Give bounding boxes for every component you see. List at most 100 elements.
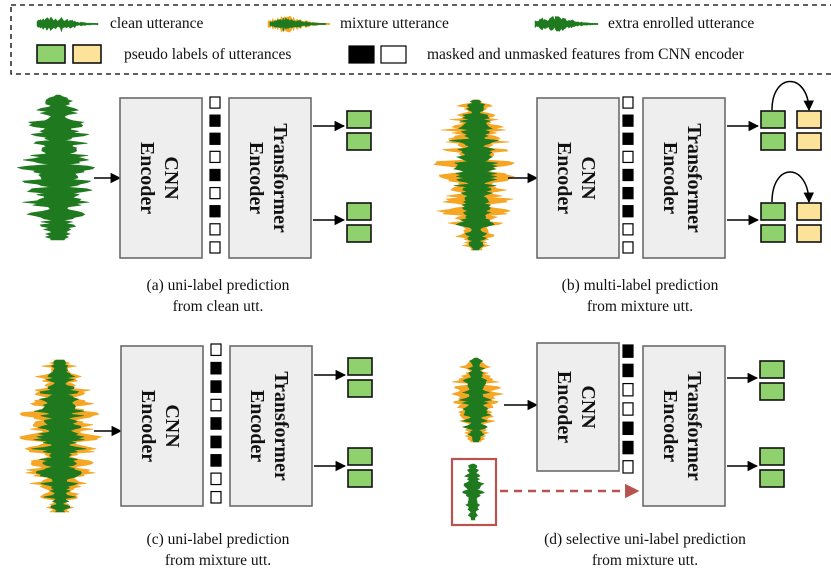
- panel-c-feature-7: [210, 472, 222, 486]
- caption-c-line2: from mixture utt.: [165, 552, 271, 569]
- caption-d-line2: from mixture utt.: [592, 552, 698, 569]
- panel-b-feature-0: [622, 96, 634, 109]
- panel-a-transformer-label: TransformerEncoder: [245, 123, 291, 233]
- panel-c-feature-1: [210, 361, 222, 375]
- panel-d-transformer-label: TransformerEncoder: [659, 371, 705, 481]
- caption-a-line2: from clean utt.: [173, 298, 264, 315]
- panel-c-pseudo-1-bottom: [347, 379, 373, 398]
- legend-enrolled-wave: [534, 15, 599, 32]
- panel-b-pseudo-yellow-1-bottom: [796, 132, 822, 151]
- panel-a-pseudo-2-bottom: [346, 224, 372, 243]
- panel-a-feature-8: [209, 241, 221, 254]
- panel-c-pseudo-2-top: [347, 447, 373, 466]
- panel-d-transformer-box: [642, 345, 726, 507]
- panel-c-feature-6: [210, 454, 222, 467]
- panel-d-feature-3: [622, 402, 634, 416]
- panel-b-feature-8: [622, 241, 634, 254]
- panel-b-pseudo-yellow-2-top: [796, 202, 822, 221]
- panel-c-feature-5: [210, 435, 222, 449]
- legend-masked-label: masked and unmasked features from CNN en…: [427, 46, 745, 63]
- panel-a-cnn-label-line2: Encoder: [136, 142, 158, 214]
- panel-c-transformer-label-line2: Encoder: [246, 390, 268, 462]
- legend-frame: [10, 4, 831, 75]
- panel-a-feature-6: [209, 205, 221, 218]
- panel-c-transformer-label: TransformerEncoder: [246, 371, 292, 481]
- panel-b-mixture-wave-green: [448, 99, 499, 251]
- panel-d-pseudo-2-top: [759, 447, 785, 466]
- panel-b-feature-3: [622, 150, 634, 164]
- panel-c-cnn-label: CNNEncoder: [137, 390, 183, 462]
- panel-c-transformer-box: [229, 345, 313, 507]
- panel-a-pseudo-1-bottom: [346, 132, 372, 151]
- panel-a-transformer-label-line2: Encoder: [245, 142, 267, 214]
- panel-d-pseudo-1-top: [759, 360, 785, 379]
- caption-d-line1: (d) selective uni-label prediction: [544, 531, 746, 548]
- panel-b-feature-2: [622, 132, 634, 145]
- panel-a-pseudo-1-top: [346, 110, 372, 129]
- panel-a-feature-0: [209, 96, 221, 109]
- panel-b-feature-1: [622, 114, 634, 127]
- panel-d-cnn-box: [536, 342, 620, 472]
- panel-d-cnn-label-line1: CNN: [577, 385, 599, 429]
- panel-c-transformer-label-line1: Transformer: [270, 371, 292, 481]
- legend: clean utterance mixture utterance extra …: [10, 4, 831, 75]
- panel-b-curve-bottom: [771, 171, 815, 204]
- panel-b-transformer-label-line1: Transformer: [683, 123, 705, 233]
- legend-mixture-wave-green: [269, 16, 327, 32]
- panel-c-cnn-label-line1: CNN: [161, 404, 183, 448]
- panel-b-pseudo-green-1-bottom: [760, 132, 786, 151]
- legend-pseudo-green-icon: [36, 44, 66, 64]
- panel-c-pseudo-2-bottom: [347, 469, 373, 488]
- panel-c-feature-8: [210, 490, 222, 504]
- panel-b-cnn-label: CNNEncoder: [553, 142, 599, 214]
- panel-b-transformer-label: TransformerEncoder: [659, 123, 705, 233]
- panel-a-feature-2: [209, 132, 221, 145]
- panel-b-pseudo-green-2-top: [760, 202, 786, 221]
- panel-c-mixture-wave-green: [31, 359, 87, 513]
- panel-d-feature-5: [622, 440, 634, 455]
- legend-mixture-label: mixture utterance: [340, 15, 449, 32]
- legend-masked-icon: [348, 45, 375, 64]
- panel-d-feature-4: [622, 421, 634, 436]
- panel-b-feature-6: [622, 205, 634, 218]
- panel-b-transformer-box: [642, 97, 726, 259]
- panel-d-mixture-wave-green: [458, 357, 493, 443]
- panel-d-transformer-label-line2: Encoder: [659, 390, 681, 462]
- panel-a-feature-1: [209, 114, 221, 127]
- panel-d-enrolled-wave: [462, 463, 485, 521]
- panel-a-pseudo-2-top: [346, 202, 372, 221]
- panel-a-cnn-box: [119, 97, 203, 259]
- panel-a-cnn-label: CNNEncoder: [136, 142, 182, 214]
- caption-a-line1: (a) uni-label prediction: [147, 277, 290, 294]
- panel-d-feature-2: [622, 382, 634, 397]
- panel-b-feature-7: [622, 223, 634, 236]
- legend-clean-wave: [36, 16, 99, 33]
- panel-b-cnn-label-line1: CNN: [577, 156, 599, 200]
- panel-a-feature-4: [209, 168, 221, 182]
- panel-b-pseudo-green-1-top: [760, 110, 786, 129]
- legend-pseudo-yellow-icon: [72, 44, 102, 64]
- panel-b-pseudo-yellow-1-top: [796, 110, 822, 129]
- panel-b-transformer-label-line2: Encoder: [659, 142, 681, 214]
- panel-b-pseudo-yellow-2-bottom: [796, 224, 822, 243]
- panel-d-feature-1: [622, 363, 634, 378]
- panel-d-feature-6: [622, 460, 634, 474]
- panel-c-feature-4: [210, 417, 222, 430]
- panel-a-feature-5: [209, 186, 221, 200]
- panel-c-feature-0: [210, 343, 222, 357]
- panel-b-cnn-label-line2: Encoder: [553, 142, 575, 214]
- panel-d-feature-0: [622, 344, 634, 358]
- panel-d-pseudo-2-bottom: [759, 469, 785, 488]
- panel-a-transformer-label-line1: Transformer: [269, 123, 291, 233]
- panel-c-cnn-label-line2: Encoder: [137, 390, 159, 462]
- panel-d-cnn-label: CNNEncoder: [553, 371, 599, 443]
- panel-a-clean-wave: [17, 94, 96, 241]
- caption-b-line1: (b) multi-label prediction: [562, 277, 719, 294]
- caption-c-line1: (c) uni-label prediction: [147, 531, 290, 548]
- panel-c-feature-3: [210, 398, 222, 412]
